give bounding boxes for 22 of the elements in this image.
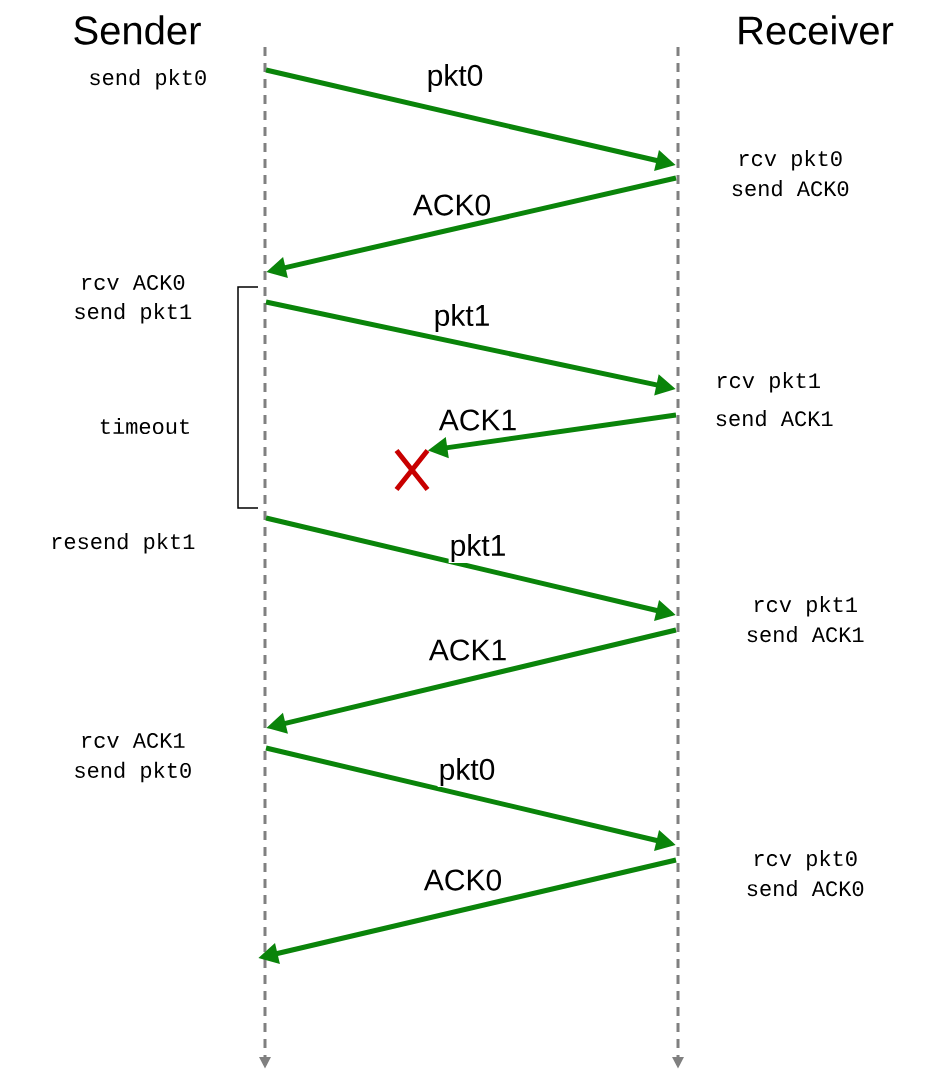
- event-text: rcv ACK0: [82, 275, 185, 290]
- edge-label: pkt0: [425, 63, 485, 93]
- edge-label: ACK1: [427, 638, 509, 662]
- lifeline-heading: Receiver: [739, 15, 894, 45]
- edge-label: pkt0: [437, 757, 497, 787]
- event-text: send pkt1: [75, 303, 192, 324]
- event-text: rcv pkt0 send ACK0: [747, 850, 864, 897]
- lost-mark: [394, 448, 430, 492]
- event-text: send pkt0: [90, 69, 206, 90]
- edge-label: pkt1: [448, 533, 508, 563]
- edge-label: pkt1: [432, 303, 492, 333]
- event-text: rcv pkt0 send ACK0: [732, 150, 849, 197]
- event-text: resend pkt1: [52, 533, 195, 554]
- edge-label: ACK0: [422, 868, 504, 892]
- edge-label: ACK0: [411, 193, 493, 217]
- lifeline-heading: Sender: [74, 15, 201, 45]
- event-text: rcv ACK1 send pkt0: [75, 733, 191, 783]
- event-text: rcv pkt1: [718, 372, 820, 393]
- timeout-label: timeout: [100, 417, 189, 435]
- event-text: send ACK1: [716, 410, 833, 427]
- event-text: rcv pkt1 send ACK1: [747, 596, 864, 643]
- edge-label: ACK1: [437, 408, 519, 432]
